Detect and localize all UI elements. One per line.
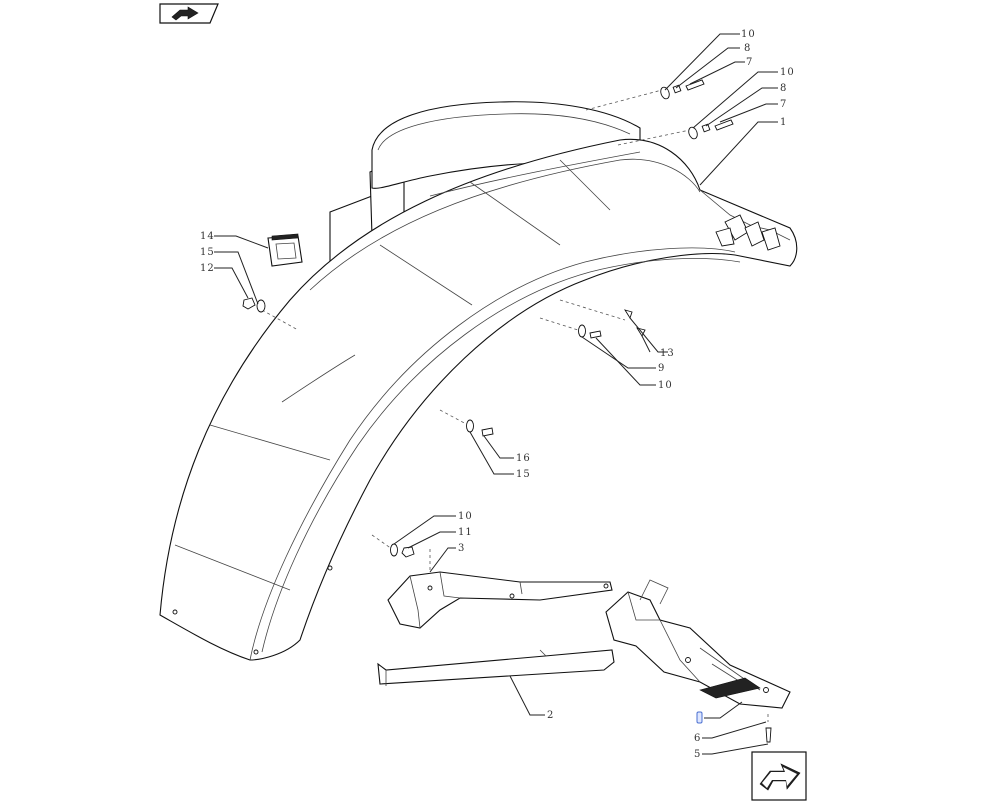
callout-10-second: 10 xyxy=(780,67,795,78)
callout-7-second: 7 xyxy=(780,99,787,110)
callout-2: 2 xyxy=(547,710,554,721)
nut-washer-left xyxy=(242,297,266,313)
bolt-washer-mid xyxy=(578,324,602,339)
callout-3: 3 xyxy=(458,543,465,554)
callout-13: 13 xyxy=(660,348,675,359)
callout-8-second: 8 xyxy=(780,83,787,94)
callout-10-lower: 10 xyxy=(458,511,473,522)
callout-1: 1 xyxy=(780,117,787,128)
rear-extension-bracket xyxy=(605,579,791,709)
nut-washer-lower xyxy=(390,543,415,558)
reflector-lamp xyxy=(267,233,303,267)
rear-fender xyxy=(159,101,798,661)
fender-top-cap xyxy=(371,101,641,189)
selected-callout-marker[interactable] xyxy=(696,711,703,724)
next-page-button[interactable] xyxy=(751,751,807,801)
stud-set-upper xyxy=(660,79,705,100)
flat-support-strip xyxy=(377,649,615,686)
callout-9: 9 xyxy=(658,363,665,374)
callout-16: 16 xyxy=(516,453,531,464)
callout-6: 6 xyxy=(694,733,701,744)
callout-12: 12 xyxy=(200,263,215,274)
previous-page-icon xyxy=(171,6,199,21)
next-page-icon xyxy=(759,763,801,791)
screw-5 xyxy=(765,727,772,743)
support-bracket xyxy=(387,571,613,629)
callout-14: 14 xyxy=(200,231,215,242)
previous-page-button[interactable] xyxy=(159,3,219,24)
callout-7-top: 7 xyxy=(746,57,753,68)
callout-5: 5 xyxy=(694,749,701,760)
callout-15-center: 15 xyxy=(516,469,531,480)
callout-10-top: 10 xyxy=(741,29,756,40)
callout-8-top: 8 xyxy=(744,43,751,54)
callout-10-mid: 10 xyxy=(658,380,673,391)
callout-15-left: 15 xyxy=(200,247,215,258)
stud-set-lower xyxy=(688,119,734,140)
callout-11: 11 xyxy=(458,527,473,538)
